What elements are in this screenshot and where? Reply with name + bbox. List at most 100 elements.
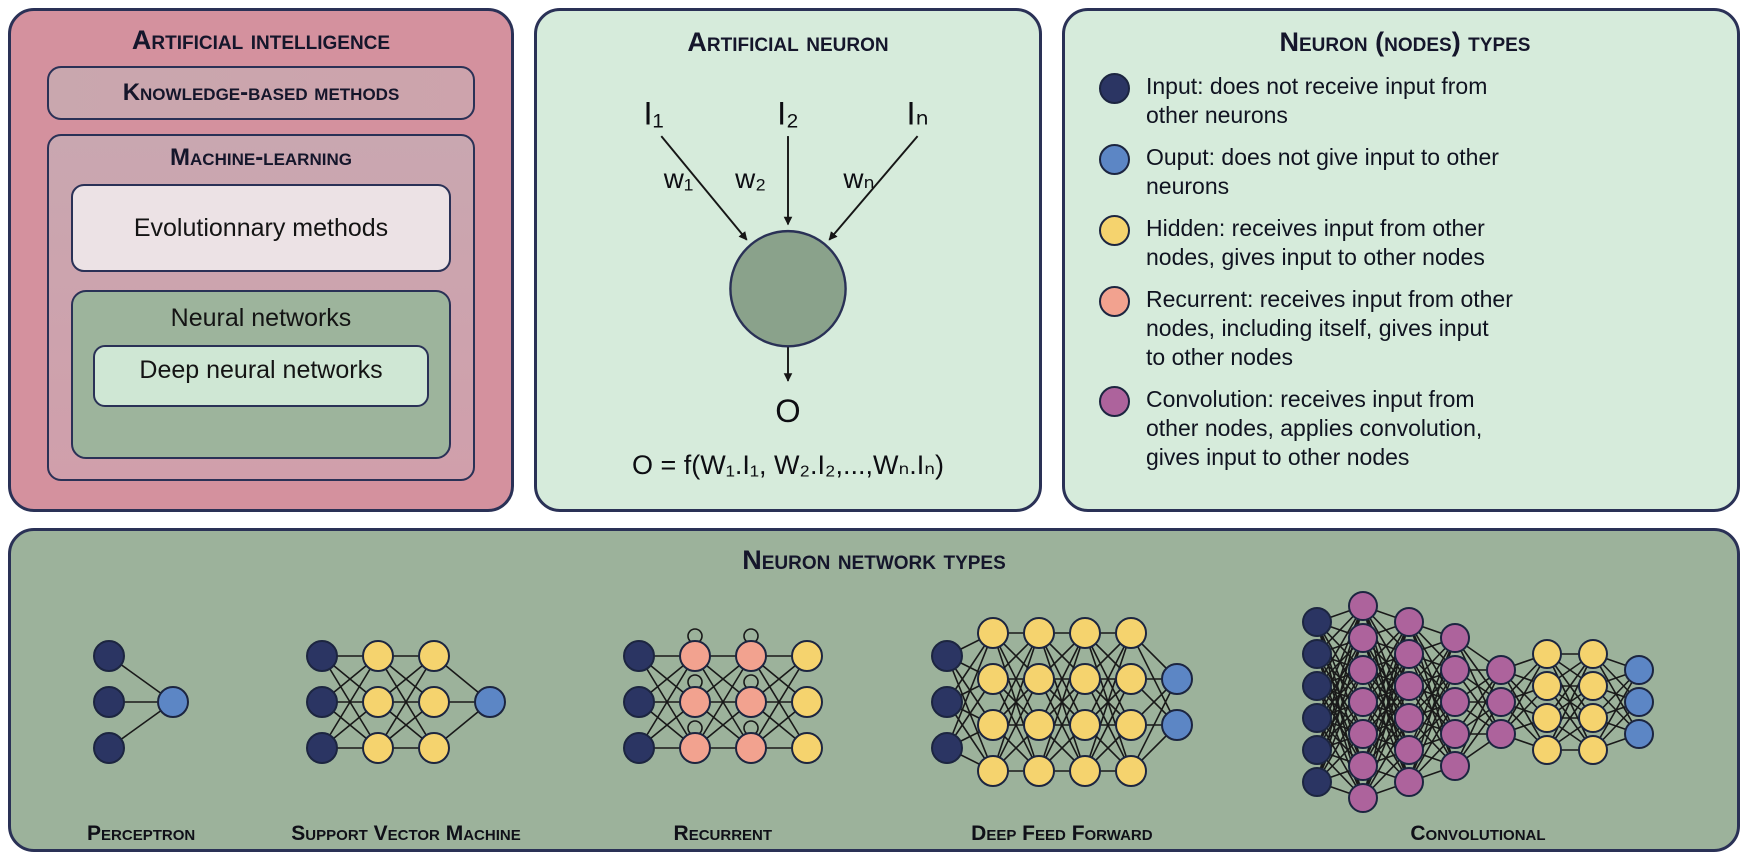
convolution-node: [1347, 751, 1378, 781]
recurrent-node: [678, 640, 711, 672]
output-node: [1623, 687, 1654, 717]
input-label-2: I₂: [777, 95, 799, 132]
network-diagram-recurrent: [622, 628, 823, 764]
networks-row: Perceptron Support Vector Machine Recurren…: [39, 586, 1709, 846]
hidden-node: [790, 640, 823, 672]
network-label-deep-feed-forward: Deep Feed Forward: [971, 822, 1153, 845]
convolution-node: [1347, 655, 1378, 685]
hidden-node: [1114, 755, 1147, 787]
network-convolutional: Convolutional: [1295, 586, 1661, 846]
panel-neuron-node-types: Neuron (nodes) types Input: does not rec…: [1062, 8, 1740, 512]
convolution-node: [1393, 703, 1424, 733]
hidden-node: [1022, 755, 1055, 787]
convolution-node: [1485, 655, 1516, 685]
hidden-node: [1068, 709, 1101, 741]
input-node: [1301, 607, 1332, 637]
deep-neural-networks-label: Deep neural networks: [139, 355, 383, 384]
weight-label-1: w₁: [663, 163, 694, 194]
convolution-node: [1485, 687, 1516, 717]
convolution-node: [1347, 783, 1378, 813]
network-diagram-support-vector-machine: [306, 640, 506, 764]
convolution-node: [1347, 687, 1378, 717]
input-node: [306, 640, 338, 672]
convolution-node: [1439, 687, 1470, 717]
recurrent-node: [734, 640, 767, 672]
hidden-node: [976, 663, 1009, 695]
knowledge-based-methods-box: Knowledge-based methods: [47, 66, 475, 120]
network-deep-feed-forward: Deep Feed Forward: [925, 586, 1199, 846]
output-node: [157, 686, 190, 718]
evolutionary-methods-label: Evolutionnary methods: [133, 213, 389, 242]
recurrent-node: [678, 732, 711, 764]
network-recurrent: Recurrent: [617, 586, 829, 846]
machine-learning-box: Machine-learning Evolutionnary methods N…: [47, 134, 475, 481]
input-node-swatch: [1099, 73, 1130, 104]
hidden-node: [418, 732, 450, 764]
hidden-node: [976, 617, 1009, 649]
hidden-node: [1068, 663, 1101, 695]
input-node: [622, 640, 655, 672]
input-node: [1301, 703, 1332, 733]
hidden-node: [1577, 639, 1608, 669]
convolution-node: [1439, 623, 1470, 653]
neuron-formula: O = f(W₁.I₁, W₂.I₂,...,Wₙ.Iₙ): [632, 450, 944, 480]
input-node: [1301, 735, 1332, 765]
input-arrow-n: [828, 135, 919, 241]
output-node: [1623, 719, 1654, 749]
hidden-node: [1531, 735, 1562, 765]
input-node: [930, 686, 963, 718]
network-diagram-perceptron: [93, 640, 190, 764]
hidden-node: [418, 686, 450, 718]
hidden-node: [1068, 755, 1101, 787]
input-node: [622, 732, 655, 764]
hidden-node: [790, 732, 823, 764]
hidden-node: [1531, 671, 1562, 701]
artificial-neuron-diagram: I₁ I₂ Iₙ w₁ w₂ wₙ O: [644, 95, 929, 428]
network-label-support-vector-machine: Support Vector Machine: [291, 822, 521, 845]
input-node: [930, 640, 963, 672]
output-node: [1160, 663, 1193, 695]
network-diagram-convolutional: [1301, 591, 1654, 813]
hidden-node: [1022, 663, 1055, 695]
convolution-node: [1439, 751, 1470, 781]
hidden-node: [362, 732, 394, 764]
evolutionary-methods-box: Evolutionnary methods: [71, 184, 451, 272]
weight-label-n: wₙ: [842, 163, 874, 194]
neural-networks-box: Neural networks Deep neural networks: [71, 290, 451, 459]
hidden-node: [1022, 617, 1055, 649]
network-label-recurrent: Recurrent: [673, 822, 773, 845]
output-node-swatch: [1099, 144, 1130, 175]
neuron-panel-title: Artificial neuron: [687, 27, 889, 57]
hidden-node: [1114, 663, 1147, 695]
input-node: [93, 640, 126, 672]
network-diagram-deep-feed-forward: [930, 617, 1193, 787]
hidden-node: [362, 640, 394, 672]
panel-neuron-network-types: Neuron network types Perceptron Support V…: [8, 528, 1740, 852]
node-types-title: Neuron (nodes) types: [1279, 27, 1531, 57]
network-label-perceptron: Perceptron: [87, 822, 196, 845]
convolution-node: [1347, 591, 1378, 621]
input-label-1: I₁: [644, 95, 664, 132]
recurrent-node: [734, 686, 767, 718]
network-perceptron: Perceptron: [87, 586, 195, 846]
input-node: [930, 732, 963, 764]
input-node: [93, 732, 126, 764]
panel-artificial-intelligence: Artificial intelligence Knowledge-based …: [8, 8, 514, 512]
convolution-node: [1347, 719, 1378, 749]
input-node: [1301, 639, 1332, 669]
panel-artificial-neuron: Artificial neuron I₁ I₂ Iₙ w₁ w₂ wₙ O O …: [534, 8, 1042, 512]
hidden-node: [418, 640, 450, 672]
network-types-title: Neuron network types: [742, 545, 1006, 575]
input-node: [1301, 767, 1332, 797]
output-label: O: [775, 392, 800, 428]
hidden-node: [362, 686, 394, 718]
convolution-node: [1393, 767, 1424, 797]
